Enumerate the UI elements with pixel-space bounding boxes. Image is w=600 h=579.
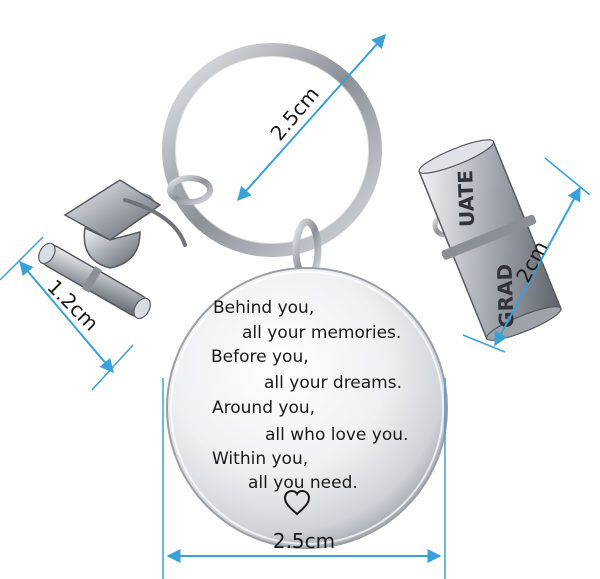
dimension-pendant: 2.5cm bbox=[162, 378, 446, 579]
engraving-line-1: Behind you, bbox=[213, 298, 314, 318]
pendant-disc: Behind you, all your memories. Before yo… bbox=[166, 267, 448, 549]
engraving-line-8: all you need. bbox=[248, 473, 358, 493]
diploma-charm-text-right: UATE bbox=[453, 170, 479, 228]
engraving-line-4: all your dreams. bbox=[264, 373, 402, 393]
engraving-line-5: Around you, bbox=[212, 398, 315, 418]
dimension-pendant-label: 2.5cm bbox=[273, 529, 335, 553]
engraving-line-3: Before you, bbox=[211, 347, 309, 367]
engraving-line-7: Within you, bbox=[212, 449, 308, 469]
engraving-line-6: all who love you. bbox=[265, 425, 408, 445]
engraving-line-2: all your memories. bbox=[242, 323, 401, 343]
heart-outline-icon bbox=[283, 489, 311, 516]
graduate-diploma-charm: GRAD UATE bbox=[418, 139, 562, 341]
